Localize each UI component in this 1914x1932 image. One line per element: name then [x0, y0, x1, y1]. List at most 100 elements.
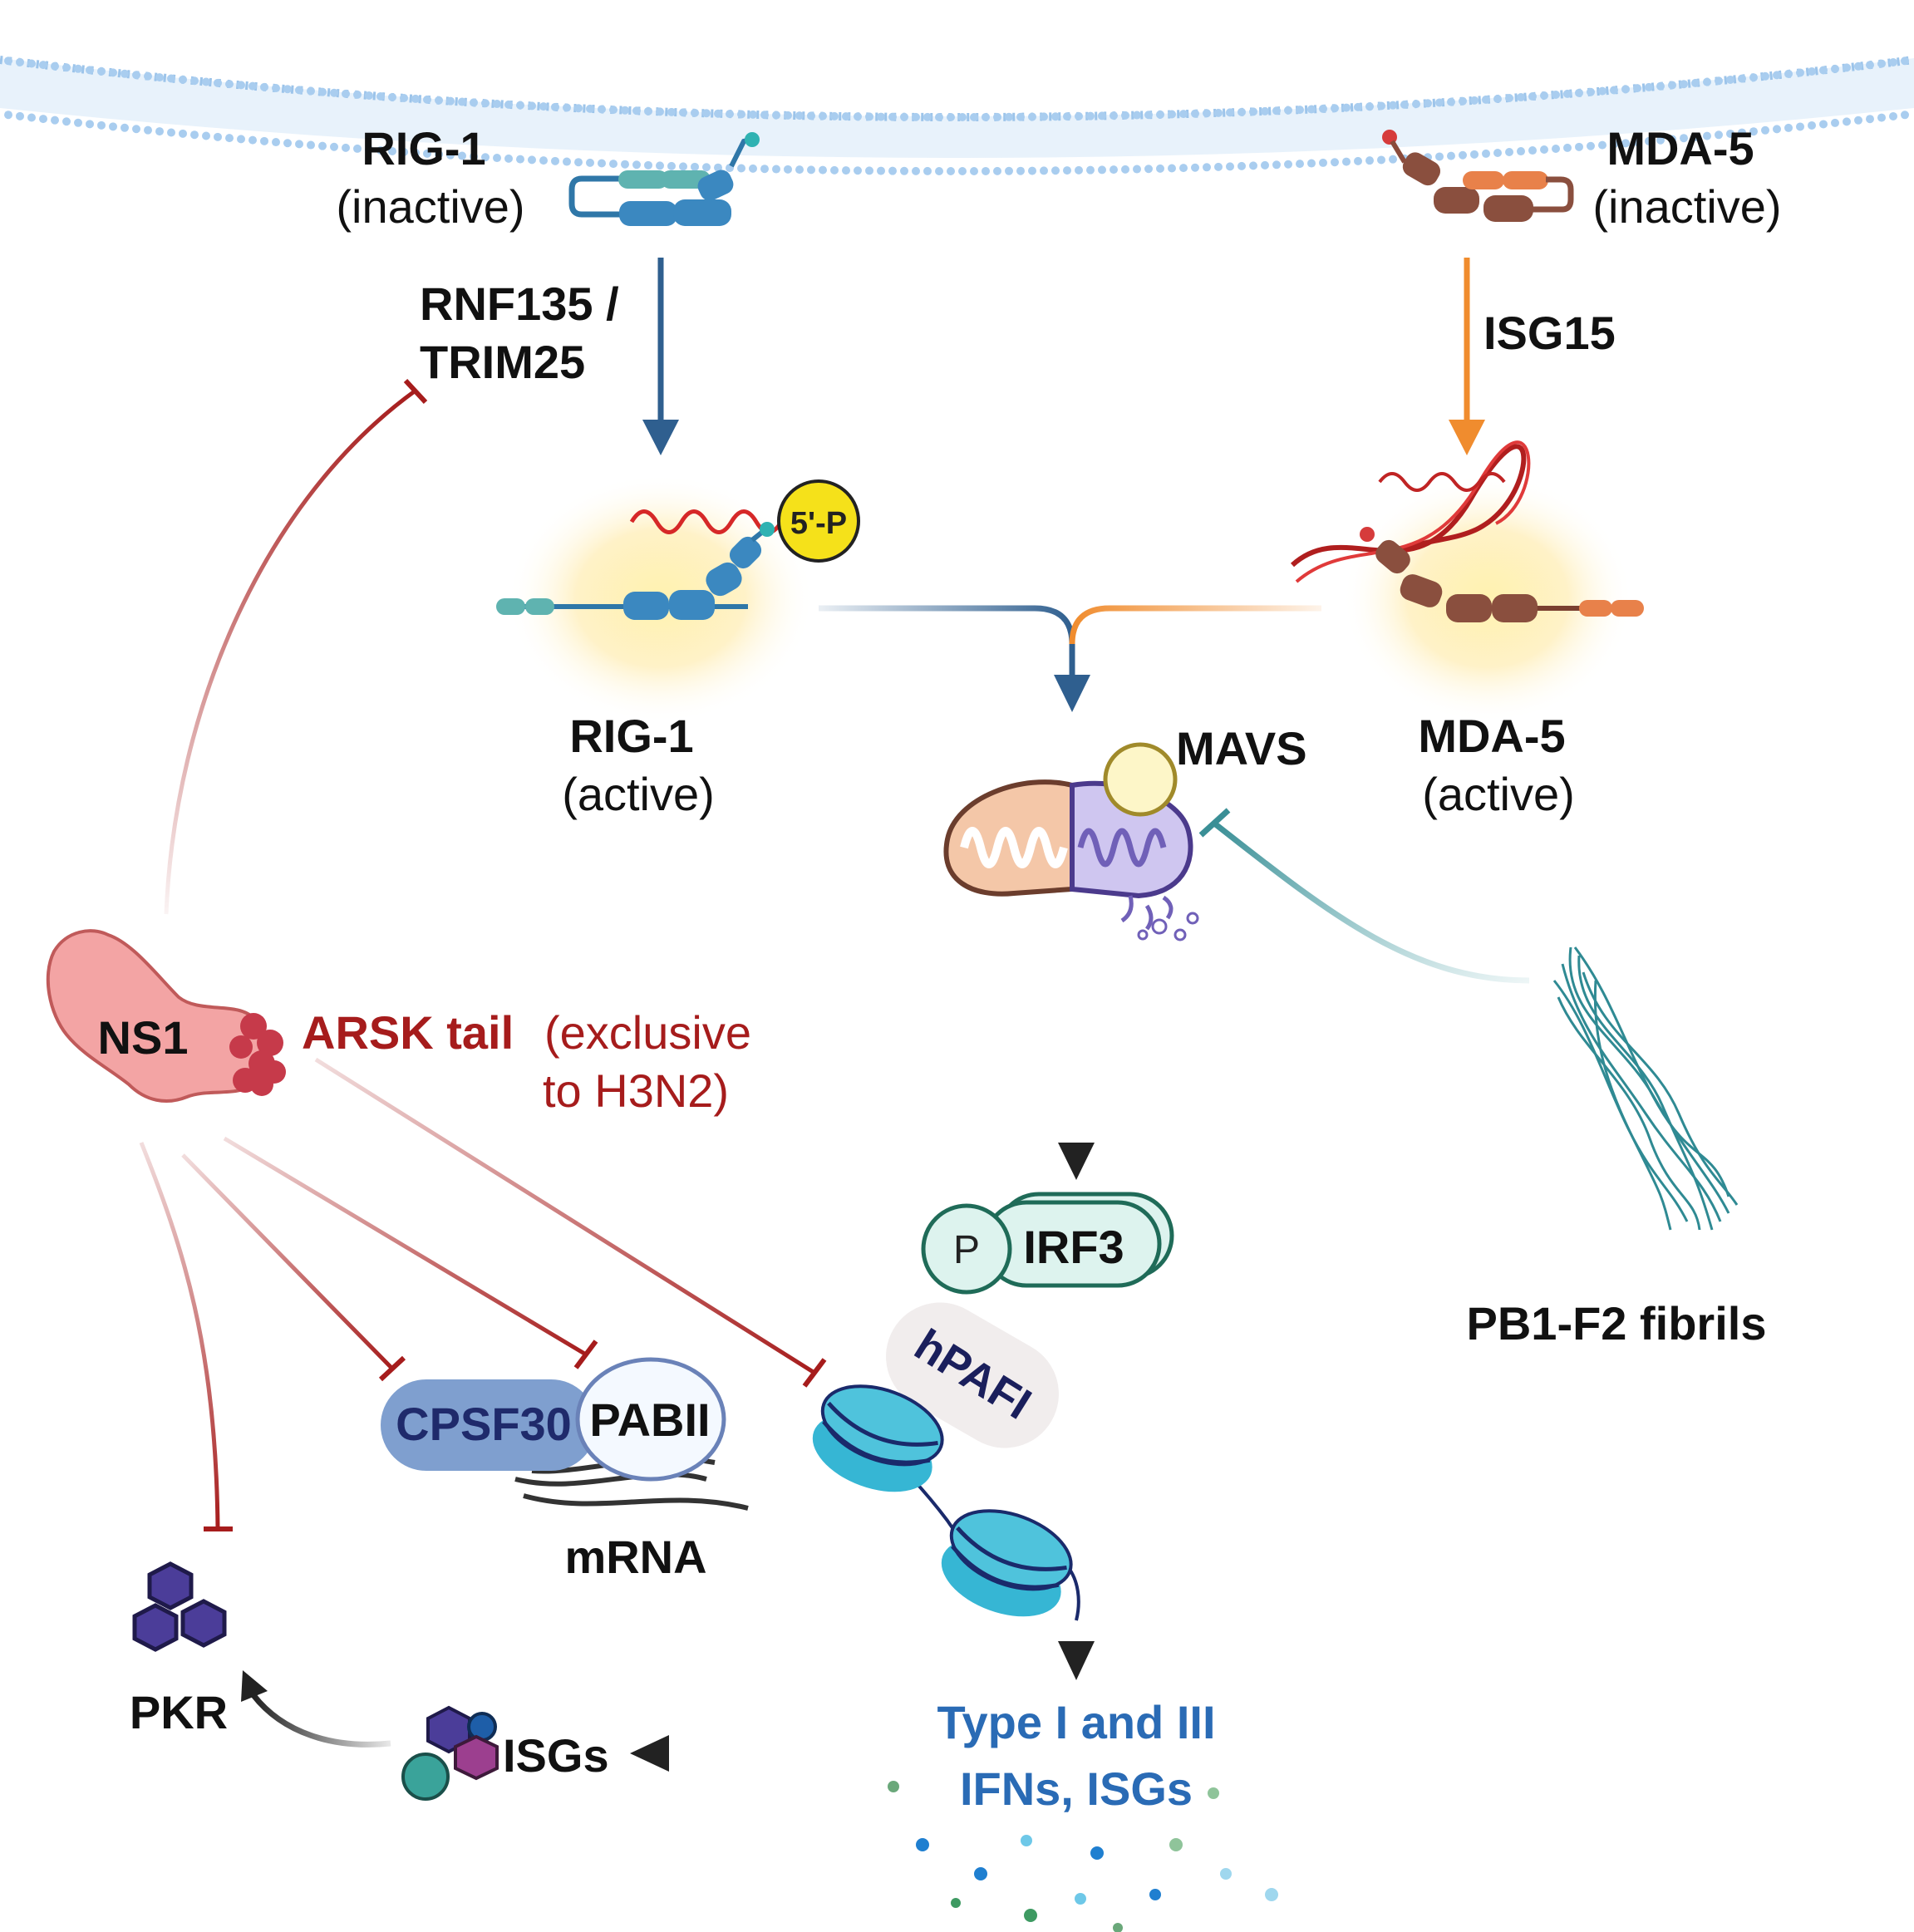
membrane-bead	[237, 135, 245, 144]
membrane-bead	[74, 118, 82, 127]
membrane-bead	[1028, 166, 1036, 175]
membrane-bead	[1540, 91, 1548, 101]
membrane-bead	[307, 86, 315, 96]
membrane-bead	[1749, 73, 1758, 82]
membrane-bead	[574, 104, 583, 113]
membrane-bead	[1226, 108, 1234, 117]
membrane-bead	[784, 165, 792, 174]
membrane-bead	[632, 106, 641, 116]
ifn-line2: IFNs, ISGs	[960, 1762, 1193, 1815]
phospho-label: P	[953, 1228, 980, 1272]
membrane-bead	[1377, 155, 1385, 165]
membrane-bead	[295, 86, 303, 95]
membrane-bead	[1249, 107, 1257, 116]
membrane-bead	[51, 116, 59, 125]
membrane-bead	[621, 106, 629, 115]
membrane-bead	[1063, 112, 1071, 121]
membrane-bead	[1552, 144, 1560, 153]
secreted-ifn-dots	[888, 1781, 1278, 1932]
membrane-bead	[1063, 166, 1071, 175]
mda5-inactive-name: MDA-5	[1606, 122, 1754, 175]
membrane-bead	[1110, 111, 1118, 120]
membrane-bead	[1365, 156, 1374, 165]
membrane-bead	[86, 66, 94, 75]
membrane-bead	[1877, 113, 1886, 122]
exclusive-line2: to H3N2)	[543, 1064, 729, 1117]
membrane-bead	[167, 74, 175, 83]
membrane-bead	[1179, 110, 1188, 119]
membrane-bead	[1412, 100, 1420, 109]
membrane-bead	[51, 61, 59, 71]
ns1-inhibits-rnf135	[164, 378, 428, 915]
membrane-bead	[1854, 61, 1862, 71]
membrane-bead	[1866, 61, 1874, 70]
membrane-bead	[842, 112, 850, 121]
membrane-bead	[1889, 111, 1897, 120]
membrane-bead	[1563, 143, 1572, 152]
membrane-bead	[202, 77, 210, 86]
membrane-bead	[1261, 106, 1269, 116]
membrane-bead	[958, 166, 967, 175]
rig1-inactive-protein	[568, 132, 760, 226]
membrane-bead	[435, 96, 443, 105]
membrane-bead	[121, 69, 129, 78]
membrane-bead	[912, 112, 920, 121]
membrane-bead	[993, 112, 1001, 121]
membrane-bead	[39, 61, 47, 70]
membrane-beads	[4, 57, 1909, 175]
membrane-bead	[353, 144, 362, 153]
membrane-bead	[760, 165, 769, 174]
membrane-bead	[1889, 57, 1897, 66]
membrane-bead	[865, 166, 873, 175]
membrane-bead	[1784, 69, 1793, 78]
membrane-bead	[1621, 85, 1630, 94]
membrane-bead	[225, 80, 234, 89]
mda5-active-name: MDA-5	[1418, 710, 1565, 762]
membrane-bead	[27, 59, 36, 68]
membrane-bead	[819, 111, 827, 120]
membrane-bead	[202, 131, 210, 140]
membrane-bead	[16, 57, 24, 66]
membrane-bead	[970, 166, 978, 175]
membrane-bead	[656, 107, 664, 116]
membrane-bead	[1319, 158, 1327, 167]
ns1-inhibits-pabii	[223, 1136, 598, 1369]
ns1-inhibits-cpsf30	[181, 1153, 406, 1382]
membrane-bead	[714, 163, 722, 172]
membrane-bead	[423, 95, 431, 104]
membrane-bead	[481, 153, 490, 162]
membrane-bead	[411, 148, 420, 157]
membrane-bead	[970, 112, 978, 121]
membrane-bead	[190, 130, 199, 140]
membrane-bead	[144, 125, 152, 135]
mrna-label: mRNA	[564, 1531, 706, 1583]
membrane-bead	[1470, 96, 1479, 105]
mda5-inactive-state: (inactive)	[1592, 180, 1781, 233]
membrane-bead	[1854, 116, 1862, 125]
membrane-bead	[1237, 107, 1246, 116]
membrane-bead	[97, 120, 106, 130]
membrane-bead	[1482, 149, 1490, 158]
membrane-bead	[283, 85, 292, 94]
membrane-bead	[1808, 120, 1816, 130]
membrane-bead	[609, 160, 617, 169]
membrane-bead	[1773, 71, 1781, 80]
mda5-inactive-protein	[1382, 130, 1574, 222]
membrane-bead	[1773, 125, 1781, 134]
membrane-bead	[598, 105, 606, 114]
membrane-bead	[528, 155, 536, 165]
membrane-bead	[1075, 111, 1083, 120]
membrane-bead	[644, 160, 652, 170]
membrane-bead	[1819, 120, 1828, 129]
pb1f2-inhibition	[1198, 808, 1530, 984]
membrane-bead	[516, 101, 524, 110]
membrane-bead	[1691, 132, 1700, 141]
membrane-bead	[1179, 164, 1188, 173]
membrane-bead	[1528, 146, 1537, 155]
membrane-bead	[330, 88, 338, 97]
membrane-bead	[1901, 111, 1909, 120]
irf3-complex	[921, 1192, 1174, 1295]
membrane-bead	[504, 154, 513, 163]
membrane-bead	[1144, 165, 1153, 174]
